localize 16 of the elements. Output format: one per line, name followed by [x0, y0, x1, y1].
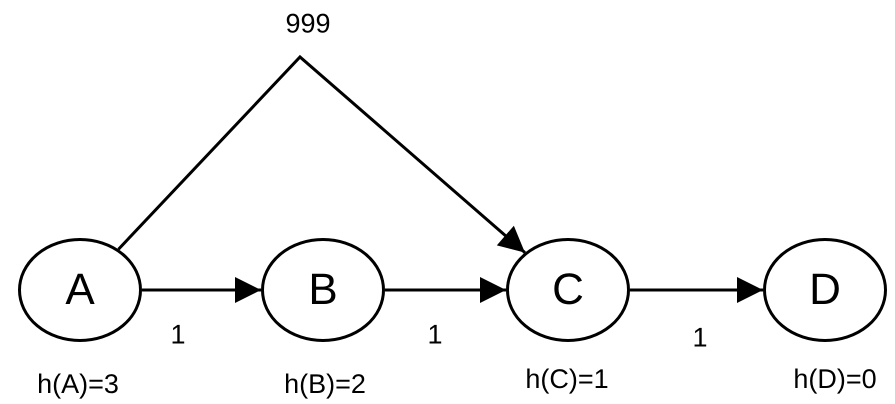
node-label: A — [65, 265, 95, 315]
arrow — [630, 277, 763, 303]
heuristic-label: h(D)=0 — [793, 364, 877, 395]
arrow — [142, 277, 261, 303]
arrow — [385, 277, 506, 303]
node-circle — [18, 238, 142, 342]
node-label: B — [308, 265, 338, 315]
node-circle — [763, 238, 887, 342]
heuristic-label: h(B)=2 — [284, 369, 366, 400]
node-label: D — [809, 265, 841, 315]
heuristic-label: h(A)=3 — [37, 369, 119, 400]
node-circle — [506, 238, 630, 342]
heuristic-label: h(C)=1 — [525, 364, 609, 395]
node-circle — [261, 238, 385, 342]
node-label: C — [552, 265, 584, 315]
arrow — [117, 54, 526, 254]
